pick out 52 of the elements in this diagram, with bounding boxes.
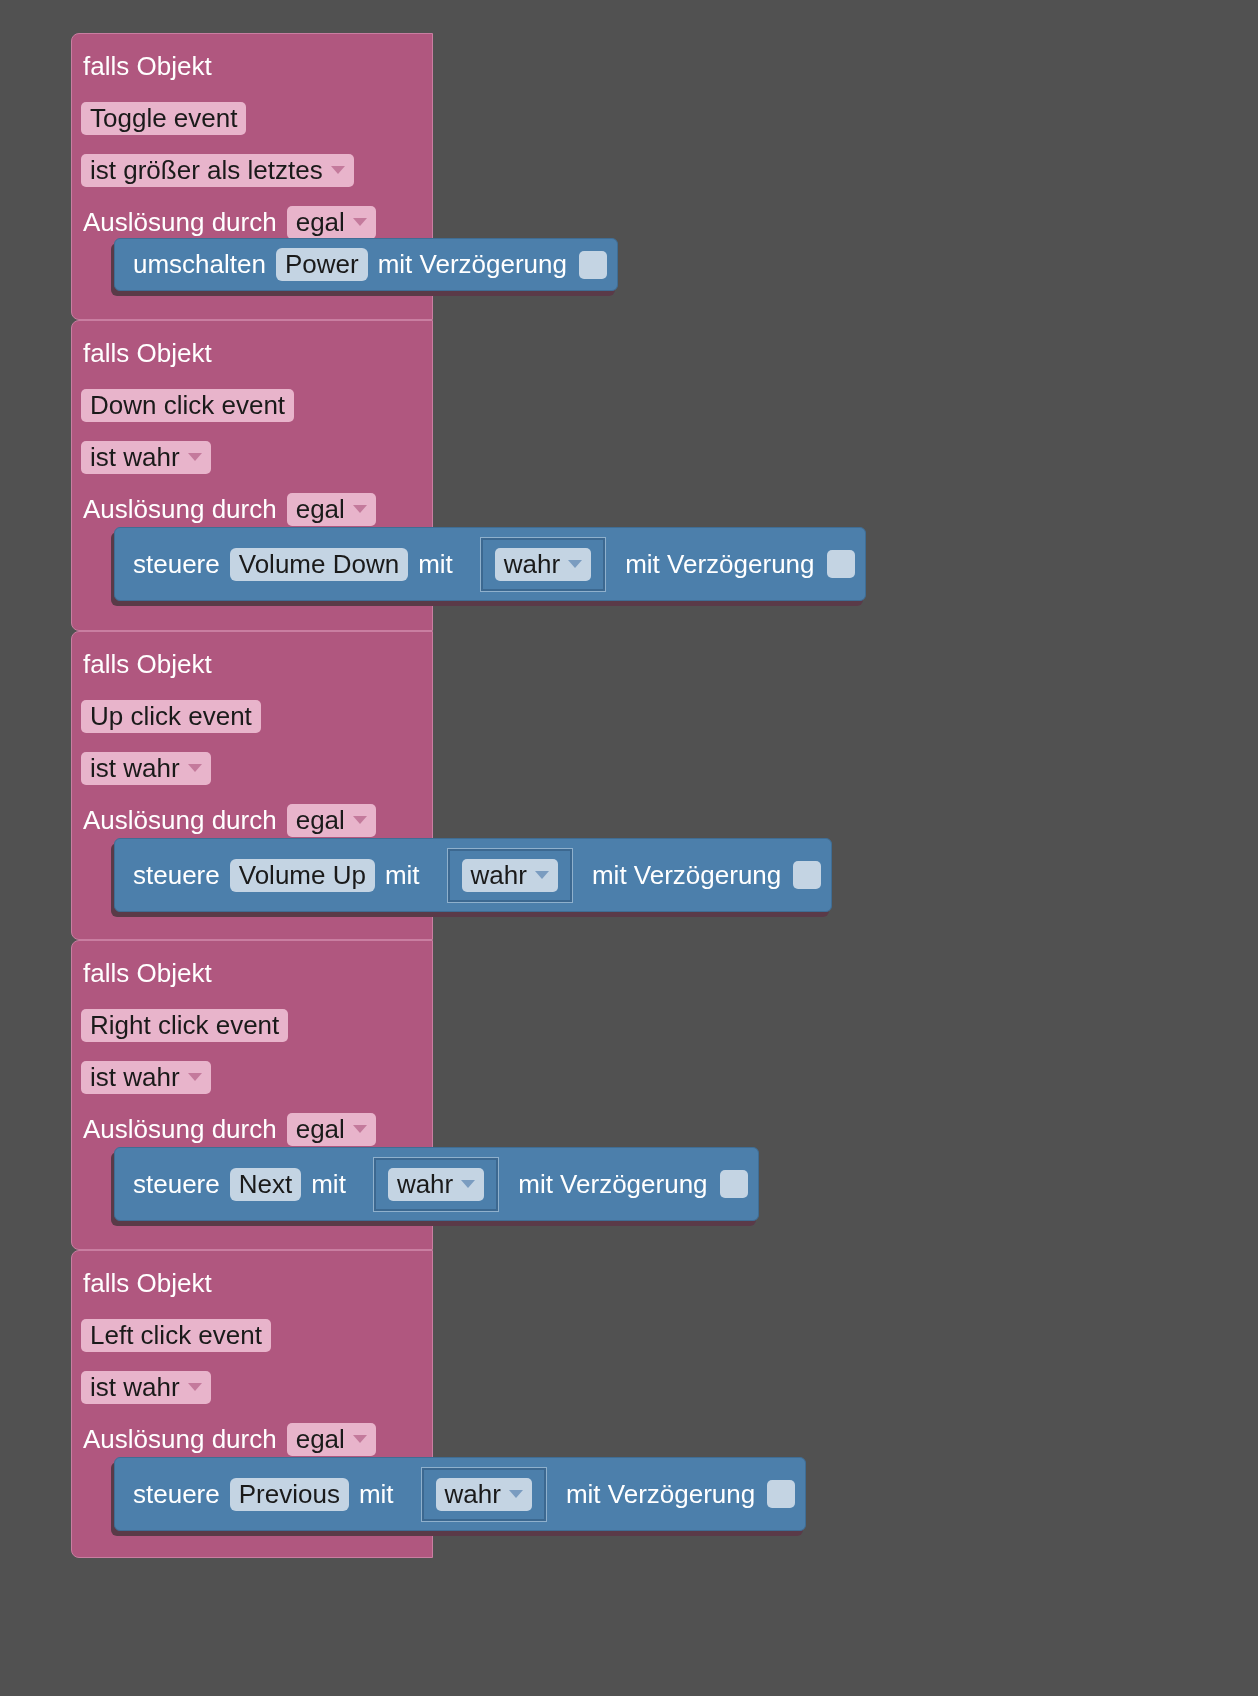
value-block — [447, 848, 572, 902]
value-dropdown: wahr — [494, 547, 592, 581]
trigger-dropdown: egal — [286, 205, 376, 239]
event-name-field: Right click event — [81, 1008, 289, 1042]
value-dropdown: wahr — [387, 1167, 485, 1201]
block-label: mit — [384, 859, 420, 891]
block-label: mit Verzögerung — [625, 548, 815, 580]
event-name-field: Left click event — [81, 1318, 271, 1352]
event-name-field: Up click event — [81, 699, 261, 733]
block-label: mit Verzögerung — [518, 1168, 708, 1200]
event-name-field: Toggle event — [81, 101, 247, 135]
block-label: mit Verzögerung — [565, 1478, 756, 1510]
block-label: Auslösung durch — [82, 1113, 277, 1145]
device-field: Volume Down — [229, 547, 409, 581]
value-dropdown: wahr — [435, 1477, 532, 1511]
block-label: falls Objekt — [82, 957, 212, 989]
condition-dropdown: ist wahr — [81, 440, 211, 474]
block-label: falls Objekt — [82, 337, 212, 369]
trigger-dropdown: egal — [286, 1422, 376, 1456]
value-block — [373, 1157, 499, 1211]
condition-dropdown: ist größer als letztes — [81, 153, 354, 187]
device-field: Volume Up — [229, 858, 375, 892]
block-label: steuere — [133, 859, 220, 891]
block-label: Auslösung durch — [82, 493, 277, 525]
device-field: Power — [275, 248, 368, 281]
event-name-field: Down click event — [81, 388, 295, 422]
condition-dropdown: ist wahr — [81, 751, 211, 785]
block-label: mit Verzögerung — [591, 859, 782, 891]
block-label: umschalten — [133, 249, 266, 280]
block-label: mit — [418, 548, 453, 580]
block-label: Auslösung durch — [82, 804, 277, 836]
block-label: Auslösung durch — [82, 206, 277, 238]
condition-dropdown: ist wahr — [81, 1060, 211, 1094]
device-field: Next — [229, 1167, 302, 1201]
trigger-dropdown: egal — [286, 803, 376, 837]
condition-dropdown: ist wahr — [81, 1370, 211, 1404]
block-label: mit — [311, 1168, 346, 1200]
block-label: steuere — [133, 548, 220, 580]
block-label: mit Verzögerung — [377, 249, 567, 280]
value-block — [421, 1467, 546, 1521]
block-label: falls Objekt — [82, 1267, 212, 1299]
trigger-dropdown: egal — [286, 492, 376, 526]
block-label: steuere — [133, 1478, 220, 1510]
value-dropdown: wahr — [461, 858, 558, 892]
block-label: Auslösung durch — [82, 1423, 277, 1455]
trigger-dropdown: egal — [286, 1112, 376, 1146]
value-block — [480, 537, 606, 591]
block-label: falls Objekt — [82, 50, 212, 82]
block-label: falls Objekt — [82, 648, 212, 680]
device-field: Previous — [229, 1477, 349, 1511]
block-label: steuere — [133, 1168, 220, 1200]
block-label: mit — [358, 1478, 394, 1510]
